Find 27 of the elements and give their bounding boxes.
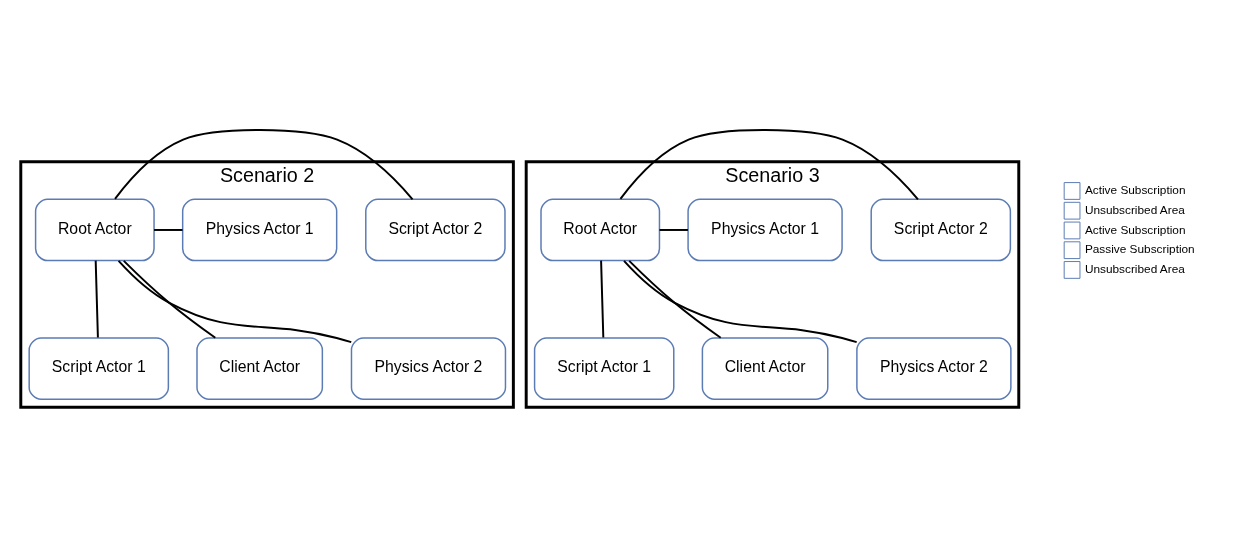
node-box: Physics Actor 1 <box>181 198 338 261</box>
connector <box>94 259 99 339</box>
connector <box>114 128 414 200</box>
legend-label: Unsubscribed Area <box>1084 202 1185 217</box>
node-box: Physics Actor 2 <box>350 336 507 400</box>
connector <box>628 259 722 339</box>
node-box: Script Actor 2 <box>365 198 506 261</box>
connector <box>122 259 217 339</box>
legend-label: Unsubscribed Area <box>1084 261 1185 276</box>
node-box: Script Actor 1 <box>28 336 170 400</box>
legend-label: Active Subscription <box>1084 182 1186 197</box>
connector <box>117 259 353 343</box>
node-box: Physics Actor 1 <box>687 198 843 261</box>
connector <box>623 259 858 343</box>
node-box: Root Actor <box>34 198 155 261</box>
legend-label: Passive Subscription <box>1084 241 1195 256</box>
connector <box>658 228 689 231</box>
legend-label: Active Subscription <box>1084 222 1186 237</box>
connector <box>619 128 919 200</box>
node-box: Script Actor 1 <box>533 336 675 400</box>
node-box: Script Actor 2 <box>870 198 1012 261</box>
connector <box>153 228 184 231</box>
connector <box>600 259 605 339</box>
node-box: Client Actor <box>701 336 829 400</box>
node-box: Client Actor <box>196 336 324 400</box>
node-box: Physics Actor 2 <box>856 336 1012 400</box>
node-box: Root Actor <box>540 198 661 261</box>
